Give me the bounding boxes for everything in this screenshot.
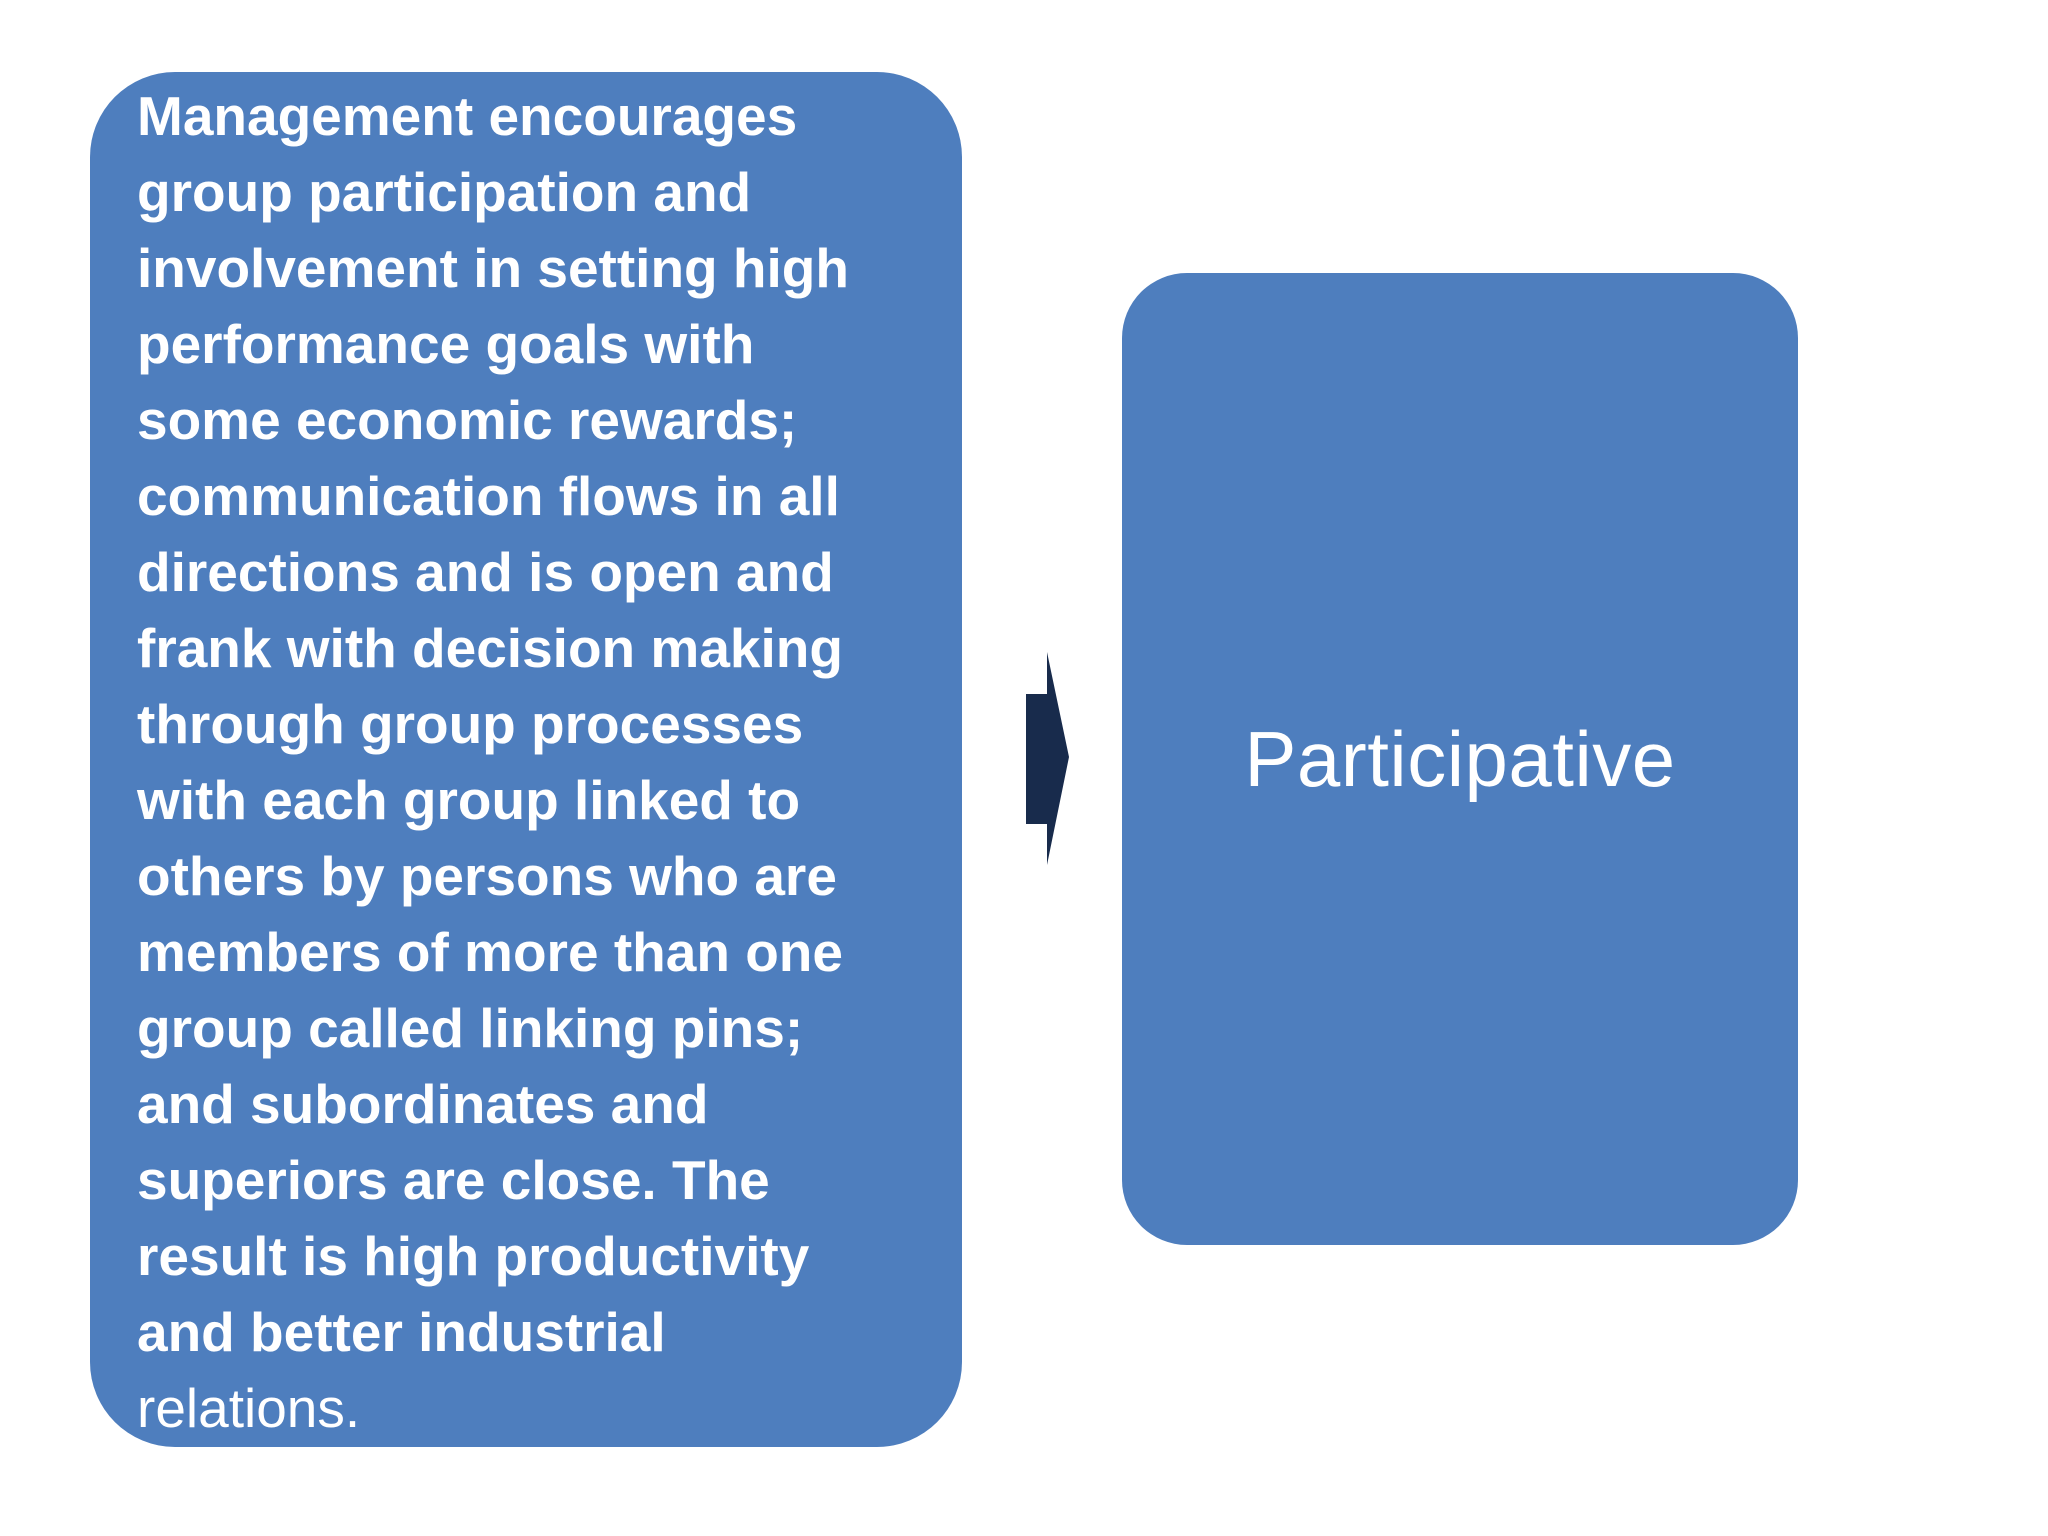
description-box: Management encourages group participatio…	[90, 72, 962, 1447]
description-text: Management encourages group participatio…	[137, 85, 849, 1363]
right-arrow-icon	[1026, 652, 1069, 865]
participative-label: Participative	[1244, 714, 1676, 803]
participative-box: Participative	[1122, 273, 1798, 1245]
description-text-last-line: relations.	[137, 1377, 361, 1439]
